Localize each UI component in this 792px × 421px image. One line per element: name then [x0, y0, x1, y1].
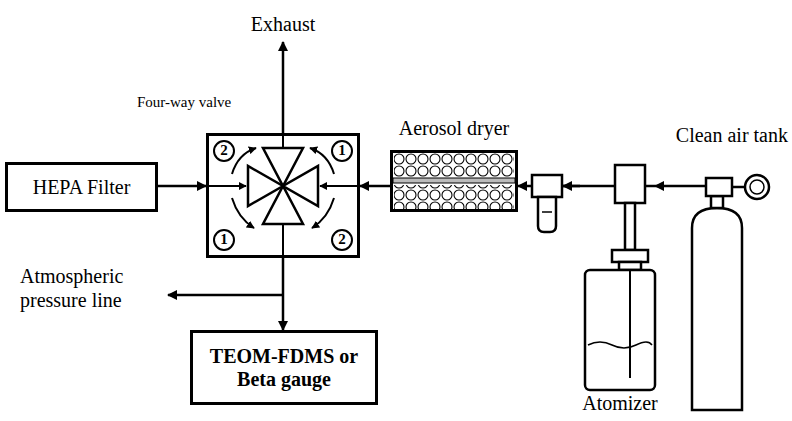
valve-box: Four-way valve2112 [206, 133, 360, 258]
port-number: 1 [331, 140, 353, 162]
flow-arrow [655, 185, 690, 188]
exhaust-label: Exhaust [251, 12, 315, 36]
water-trap [532, 175, 580, 232]
dryer-box: Aerosol dryer [390, 150, 518, 212]
callout-number: 1 [220, 231, 228, 248]
callout-number: 1 [338, 142, 346, 159]
node-label: Aerosol dryer [399, 117, 510, 140]
pressure-line-label: Atmospheric pressure line [20, 264, 152, 312]
tank-node: Clean air tank [690, 170, 775, 412]
node-label: Clean air tank [676, 124, 788, 147]
pressure-line [168, 294, 283, 297]
flow-arrow [282, 258, 285, 330]
filter-box: HEPA Filter [5, 162, 158, 212]
valve-flow-arrows [209, 136, 357, 256]
valve-symbol [248, 148, 318, 224]
node-label: TEOM-FDMS or Beta gauge [203, 345, 365, 391]
port-number: 1 [213, 229, 235, 251]
flow-arrow [158, 185, 206, 188]
dryer-packing [393, 153, 515, 209]
node-label: Four-way valve [137, 94, 231, 111]
tank-drawing [690, 175, 769, 410]
node-label: HEPA Filter [33, 176, 131, 199]
instrument-box: TEOM-FDMS or Beta gauge [190, 330, 378, 405]
exhaust-arrow [282, 42, 285, 133]
port-number: 2 [213, 140, 235, 162]
callout-number: 2 [220, 142, 228, 159]
atomizer-node: Atomizer [585, 160, 655, 392]
callout-number: 2 [338, 231, 346, 248]
flow-arrow [360, 185, 390, 188]
atomizer-drawing [585, 165, 655, 390]
node-label: Atomizer [582, 392, 658, 415]
port-number: 2 [331, 229, 353, 251]
